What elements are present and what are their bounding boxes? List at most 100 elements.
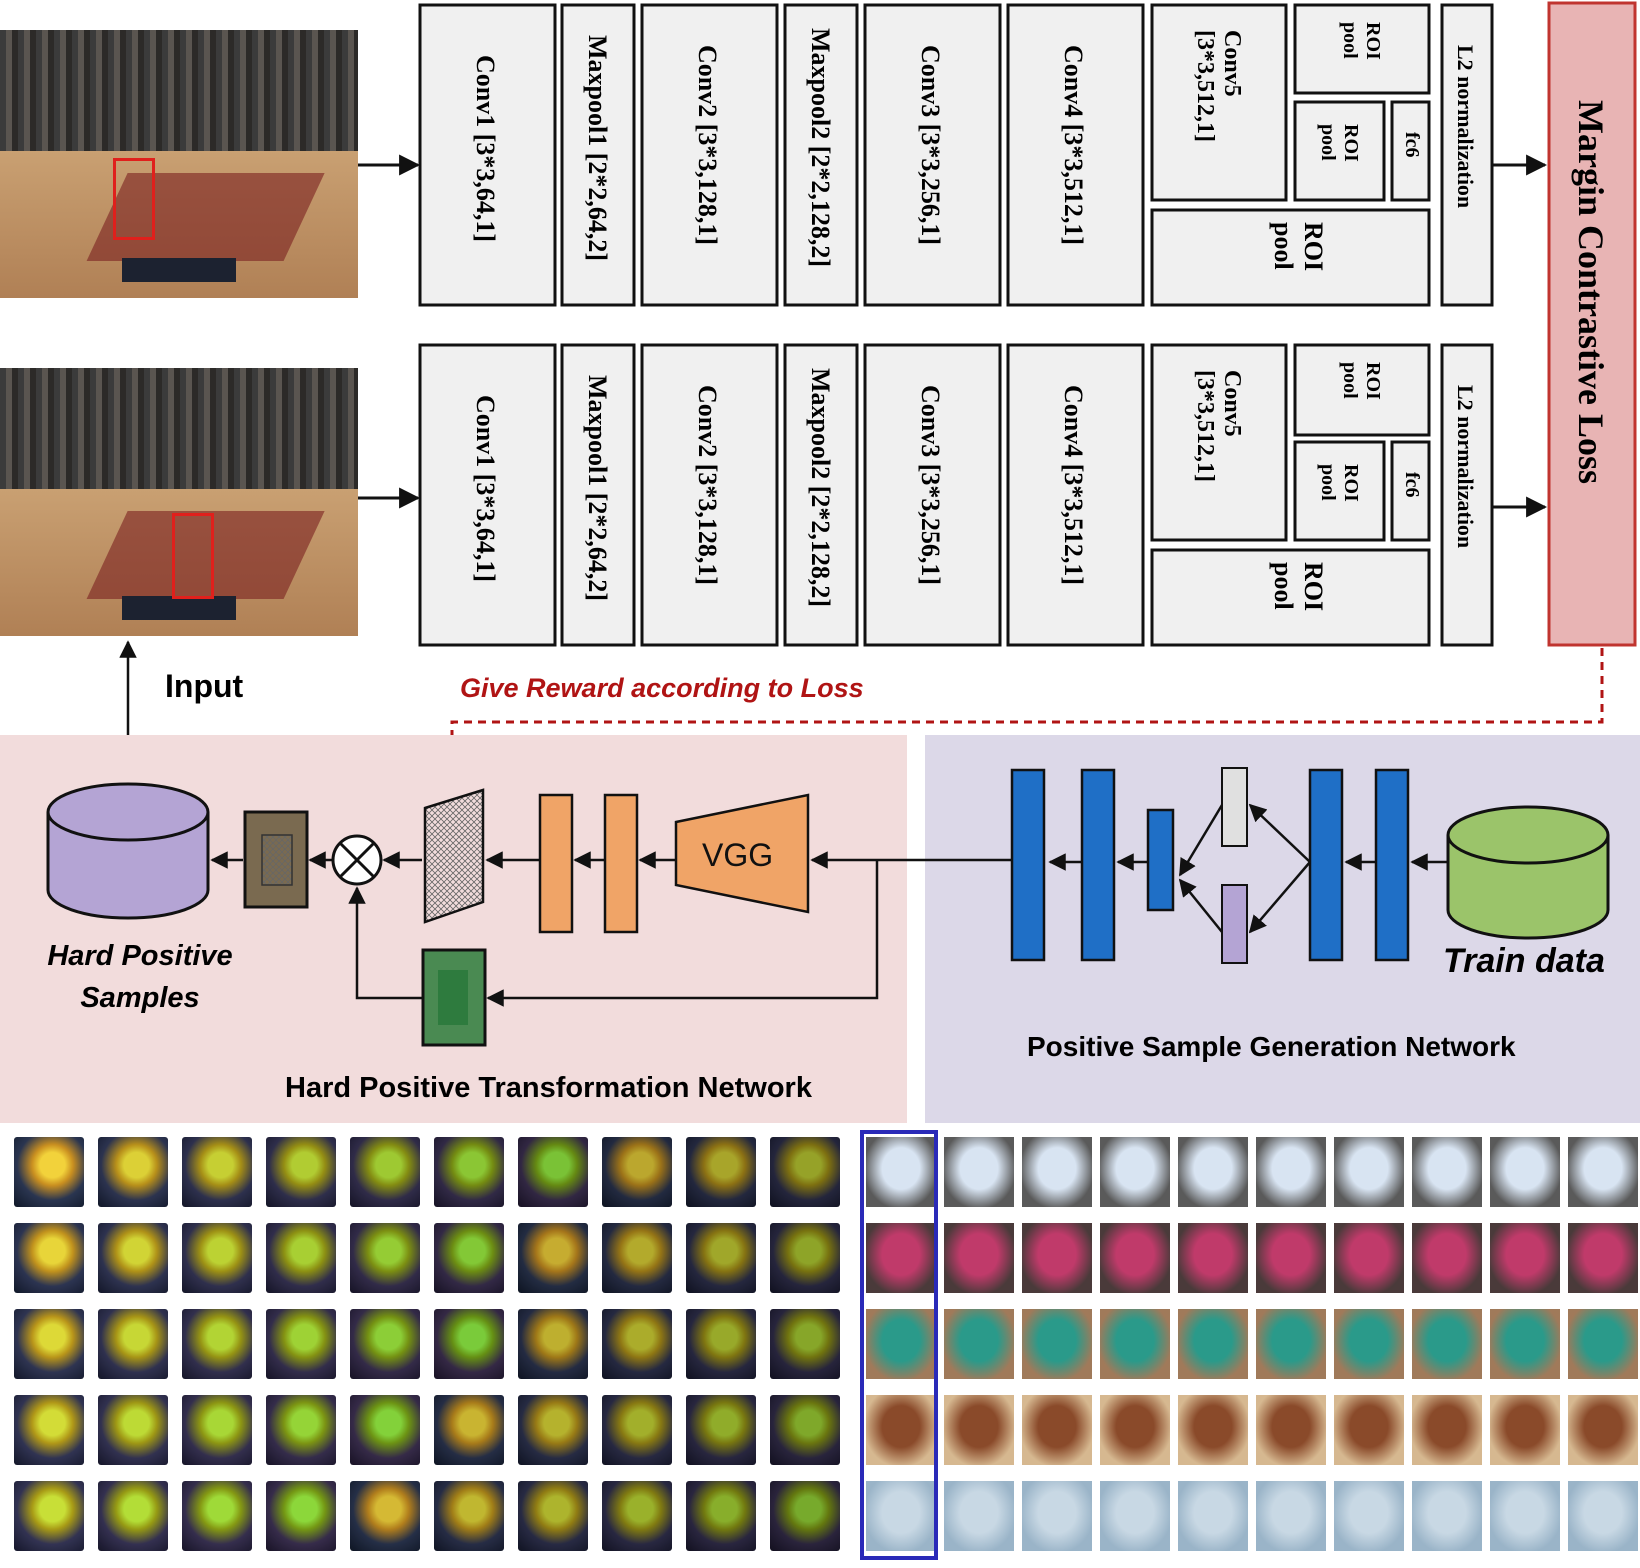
butterfly-thumb <box>686 1395 756 1465</box>
sequence-thumb <box>1256 1137 1326 1207</box>
skip-connection <box>486 860 879 1007</box>
sequence-thumb <box>1412 1309 1482 1379</box>
decoder-block-2 <box>1010 768 1046 962</box>
input-label: Input <box>165 668 244 704</box>
hptn-label: Hard Positive Transformation Network <box>285 1072 812 1104</box>
occlusion-mask <box>423 788 485 924</box>
conv2-label-bottom: Conv2 [3*3,128,1] <box>693 385 722 586</box>
sequence-thumb <box>1490 1137 1560 1207</box>
margin-contrastive-loss-label: Margin Contrastive Loss <box>1571 100 1611 484</box>
butterfly-thumb <box>518 1137 588 1207</box>
butterfly-thumb <box>518 1309 588 1379</box>
decoder-block-1 <box>1080 768 1116 962</box>
butterfly-thumb <box>350 1481 420 1551</box>
butterfly-thumb <box>266 1309 336 1379</box>
butterfly-thumb <box>266 1395 336 1465</box>
butterfly-thumb <box>182 1223 252 1293</box>
train-data-database <box>1446 805 1610 940</box>
sequence-thumb <box>1178 1395 1248 1465</box>
vgg-block <box>674 793 810 914</box>
butterfly-thumb <box>182 1395 252 1465</box>
original-sample-thumb <box>421 948 487 1047</box>
hard-positive-samples-database <box>46 782 210 920</box>
butterfly-thumb <box>602 1223 672 1293</box>
sequence-thumb <box>1022 1223 1092 1293</box>
roi-pool-top-c: ROI pool <box>1269 222 1328 272</box>
conv3-label-bottom: Conv3 [3*3,256,1] <box>916 385 945 586</box>
sequence-sample-grid <box>858 1130 1640 1568</box>
butterfly-thumb <box>14 1223 84 1293</box>
butterfly-thumb <box>98 1481 168 1551</box>
sequence-thumb <box>1100 1481 1170 1551</box>
sequence-thumb <box>1256 1223 1326 1293</box>
fc6-label-bottom: fc6 <box>1401 472 1423 498</box>
butterfly-thumb <box>14 1137 84 1207</box>
butterfly-thumb <box>686 1481 756 1551</box>
loss-box <box>1547 1 1637 647</box>
sequence-thumb <box>1568 1223 1638 1293</box>
conv3-label-top: Conv3 [3*3,256,1] <box>916 45 945 246</box>
encoder-block-1 <box>1374 768 1410 962</box>
sequence-thumb <box>1490 1223 1560 1293</box>
butterfly-thumb <box>434 1137 504 1207</box>
butterfly-thumb <box>686 1309 756 1379</box>
sequence-thumb <box>1568 1309 1638 1379</box>
butterfly-thumb <box>602 1481 672 1551</box>
butterfly-thumb <box>98 1309 168 1379</box>
fc-block-1 <box>538 793 574 934</box>
butterfly-thumb <box>266 1223 336 1293</box>
butterfly-thumb <box>14 1309 84 1379</box>
butterfly-thumb <box>98 1223 168 1293</box>
conv1-label-bottom: Conv1 [3*3,64,1] <box>471 395 500 583</box>
hard-positive-samples-label: Hard Positive Samples <box>47 940 233 1014</box>
butterfly-thumb <box>518 1481 588 1551</box>
reward-label: Give Reward according to Loss <box>460 673 864 703</box>
butterfly-thumb <box>266 1481 336 1551</box>
butterfly-thumb <box>602 1137 672 1207</box>
maxpool1-label-top: Maxpool1 [2*2,64,2] <box>583 35 612 262</box>
train-data-label: Train data <box>1443 942 1605 980</box>
butterfly-thumb <box>182 1309 252 1379</box>
l2-norm-label-bottom: L2 normalization <box>1453 385 1478 549</box>
latent-variance-block <box>1221 884 1248 964</box>
butterfly-thumb <box>518 1395 588 1465</box>
maxpool2-label-bottom: Maxpool2 [2*2,128,2] <box>806 368 835 608</box>
sequence-thumb <box>1334 1309 1404 1379</box>
butterfly-thumb <box>14 1481 84 1551</box>
sequence-thumb <box>1100 1395 1170 1465</box>
butterfly-thumb <box>686 1223 756 1293</box>
latent-sample-block <box>1146 808 1175 912</box>
conv1-label-top: Conv1 [3*3,64,1] <box>471 55 500 243</box>
butterfly-thumb <box>350 1309 420 1379</box>
sequence-thumb <box>1256 1481 1326 1551</box>
butterfly-thumb <box>98 1137 168 1207</box>
butterfly-thumb <box>770 1395 840 1465</box>
sequence-thumb <box>1178 1137 1248 1207</box>
sequence-thumb <box>1100 1309 1170 1379</box>
sequence-thumb <box>944 1395 1014 1465</box>
butterfly-thumb <box>98 1395 168 1465</box>
sequence-thumb <box>1334 1395 1404 1465</box>
vgg-label: VGG <box>702 837 774 873</box>
butterfly-thumb <box>182 1137 252 1207</box>
cnn-branch-top <box>418 3 1494 307</box>
butterfly-thumb <box>770 1309 840 1379</box>
butterfly-thumb <box>434 1223 504 1293</box>
sequence-thumb <box>1568 1137 1638 1207</box>
occluded-sample-thumb <box>243 810 309 909</box>
roi-pool-bottom-b: ROI pool <box>1317 464 1362 502</box>
butterfly-thumb <box>770 1223 840 1293</box>
psgn-label: Positive Sample Generation Network <box>1027 1031 1516 1062</box>
roi-pool-top-b: ROI pool <box>1317 124 1362 162</box>
sequence-thumb <box>944 1309 1014 1379</box>
sequence-thumb <box>1334 1223 1404 1293</box>
sequence-thumb <box>1334 1137 1404 1207</box>
butterfly-thumb <box>350 1223 420 1293</box>
latent-mean-block <box>1221 767 1248 847</box>
sequence-thumb <box>1568 1481 1638 1551</box>
sequence-thumb <box>1256 1309 1326 1379</box>
butterfly-thumb <box>686 1137 756 1207</box>
butterfly-thumb <box>770 1481 840 1551</box>
